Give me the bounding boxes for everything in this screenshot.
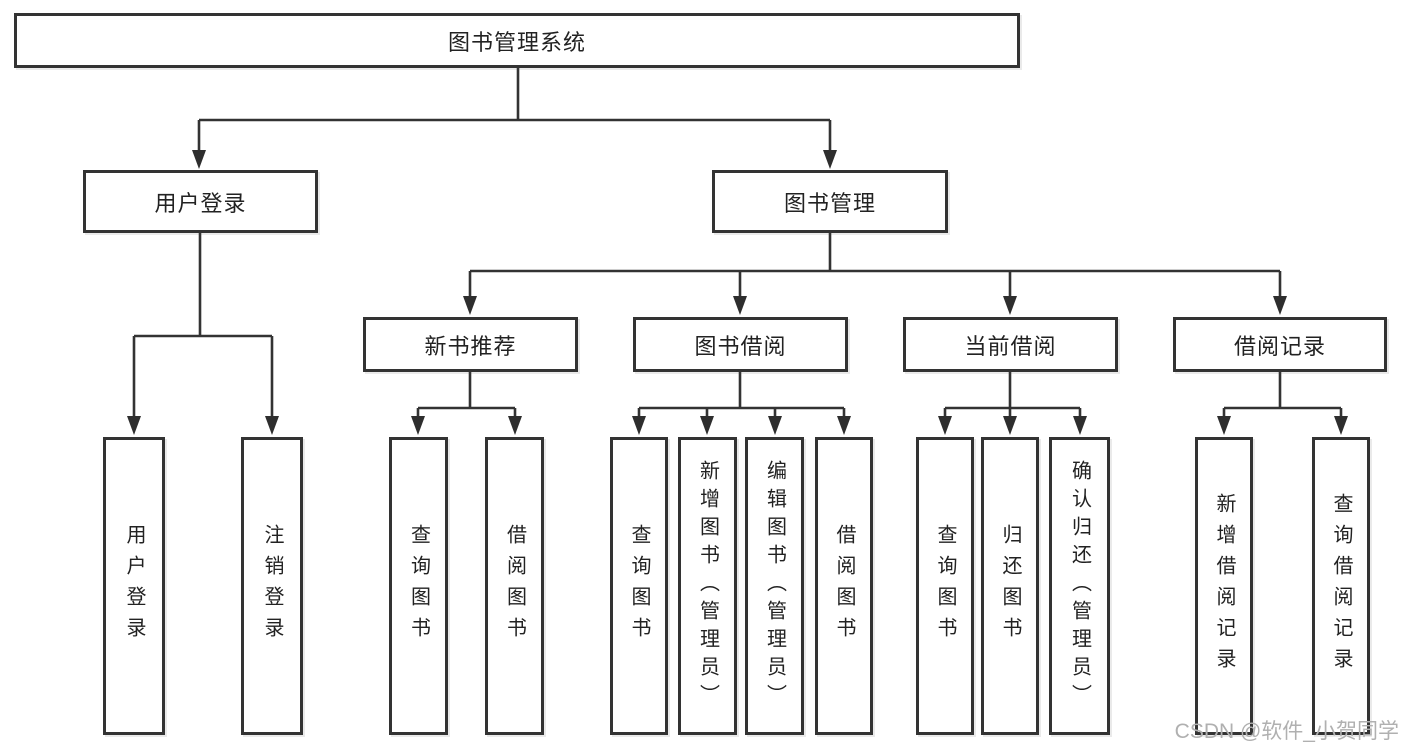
leaf-borrow-books-2: 借阅图书	[815, 437, 873, 735]
leaf-query-books-3: 查询图书	[916, 437, 974, 735]
node-root-label: 图书管理系统	[447, 29, 586, 55]
leaf-query-books-3-label: 查询图书	[934, 524, 956, 648]
leaf-user-login: 用户登录	[103, 437, 165, 735]
leaf-edit-book-admin: 编辑图书（管理员）	[745, 437, 804, 735]
node-borrow-records-label: 借阅记录	[1233, 333, 1326, 359]
node-borrow-records: 借阅记录	[1173, 317, 1387, 372]
leaf-edit-book-admin-label: 编辑图书（管理员）	[763, 460, 786, 712]
leaf-confirm-return-admin: 确认归还（管理员）	[1049, 437, 1110, 735]
watermark: CSDN @软件_小贺同学	[1174, 720, 1399, 743]
leaf-confirm-return-admin-label: 确认归还（管理员）	[1068, 460, 1091, 712]
leaf-add-book-admin-label: 新增图书（管理员）	[696, 460, 719, 712]
leaf-query-books-1: 查询图书	[389, 437, 448, 735]
node-book-borrow: 图书借阅	[633, 317, 848, 372]
leaf-return-book-label: 归还图书	[999, 524, 1021, 648]
node-new-book-recommend-label: 新书推荐	[424, 333, 517, 359]
node-book-management-label: 图书管理	[783, 190, 876, 216]
leaf-return-book: 归还图书	[981, 437, 1039, 735]
leaf-add-borrow-record-label: 新增借阅记录	[1213, 493, 1235, 679]
node-user-login: 用户登录	[83, 170, 318, 233]
node-book-borrow-label: 图书借阅	[694, 333, 787, 359]
node-book-management: 图书管理	[712, 170, 948, 233]
leaf-borrow-books-1-label: 借阅图书	[503, 524, 526, 648]
node-new-book-recommend: 新书推荐	[363, 317, 578, 372]
leaf-add-book-admin: 新增图书（管理员）	[678, 437, 737, 735]
node-root: 图书管理系统	[14, 13, 1020, 68]
leaf-logout-label: 注销登录	[261, 524, 283, 648]
node-user-login-label: 用户登录	[154, 190, 247, 216]
leaf-query-books-2: 查询图书	[610, 437, 668, 735]
leaf-query-books-2-label: 查询图书	[628, 524, 650, 648]
leaf-borrow-books-1: 借阅图书	[485, 437, 544, 735]
leaf-query-borrow-record-label: 查询借阅记录	[1330, 493, 1352, 679]
node-current-borrow: 当前借阅	[903, 317, 1118, 372]
leaf-query-borrow-record: 查询借阅记录	[1312, 437, 1370, 735]
leaf-borrow-books-2-label: 借阅图书	[833, 524, 855, 648]
leaf-logout: 注销登录	[241, 437, 303, 735]
leaf-query-books-1-label: 查询图书	[407, 524, 430, 648]
node-current-borrow-label: 当前借阅	[964, 333, 1057, 359]
leaf-user-login-label: 用户登录	[123, 524, 145, 648]
leaf-add-borrow-record: 新增借阅记录	[1195, 437, 1253, 735]
